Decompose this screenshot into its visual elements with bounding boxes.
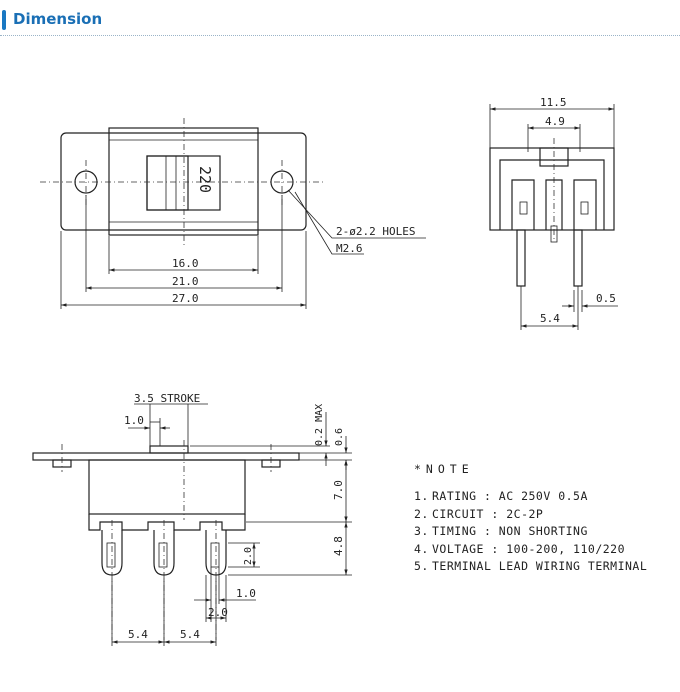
dim-0-5: 0.5: [596, 292, 616, 305]
notes-title: *NOTE: [414, 462, 474, 476]
dim-16: 16.0: [172, 257, 199, 270]
dim-7-0: 7.0: [332, 480, 345, 500]
note-number: 3.: [414, 524, 429, 538]
dim-5-4-left: 5.4: [128, 628, 148, 641]
dim-0-2-max: 0.2 MAX: [314, 404, 325, 446]
note-text: CIRCUIT : 2C-2P: [432, 506, 544, 521]
switch-label: 220: [196, 166, 214, 193]
notes-block: *NOTE 1.RATING : AC 250V 0.5A 2.CIRCUIT …: [414, 462, 678, 577]
front-view: 3.5 STROKE 1.0: [32, 392, 352, 646]
dim-11-5: 11.5: [540, 96, 567, 109]
note-item: 3.TIMING : NON SHORTING: [414, 524, 678, 542]
dim-27: 27.0: [172, 292, 199, 305]
side-view-pin-left: [516, 229, 526, 287]
dim-5-4-right: 5.4: [180, 628, 200, 641]
note-item: 1.RATING : AC 250V 0.5A: [414, 489, 678, 507]
top-view-body: [108, 127, 259, 236]
note-number: 5.: [414, 559, 429, 573]
dim-4-8: 4.8: [332, 536, 345, 556]
section-header: Dimension: [0, 0, 680, 40]
header-accent-bar: [2, 10, 6, 30]
top-view-plate: [60, 132, 307, 231]
note-text: TERMINAL LEAD WIRING TERMINAL: [432, 559, 648, 573]
side-view: 11.5 4.9 5.4 0.5: [489, 96, 618, 330]
front-view-body: [88, 459, 246, 515]
stroke-label: 3.5 STROKE: [134, 392, 200, 405]
note-number: 1.: [414, 489, 429, 503]
top-view: 220 2-ø2.2 HOLES M2.6 16.0 21.0 27.0: [40, 118, 426, 309]
note-number: 2.: [414, 506, 429, 521]
dim-2-0-horizontal: 2.0: [208, 606, 228, 619]
holes-label: 2-ø2.2 HOLES: [336, 225, 415, 238]
dim-0-6: 0.6: [334, 428, 345, 446]
header-divider: [0, 35, 680, 36]
note-item: 5.TERMINAL LEAD WIRING TERMINAL: [414, 559, 678, 577]
note-number: 4.: [414, 541, 429, 556]
note-text: TIMING : NON SHORTING: [432, 524, 588, 538]
dim-1-0-bottom: 1.0: [236, 587, 256, 600]
note-text: VOLTAGE : 100-200, 110/220: [432, 541, 626, 556]
thread-label: M2.6: [336, 242, 363, 255]
note-item: 4.VOLTAGE : 100-200, 110/220: [414, 542, 678, 560]
note-text: RATING : AC 250V 0.5A: [432, 489, 588, 503]
front-view-actuator: [149, 445, 189, 454]
side-view-pin-right: [573, 229, 583, 287]
slider-knob: [146, 155, 189, 211]
section-title: Dimension: [13, 10, 103, 28]
dim-1-0-top: 1.0: [124, 414, 144, 427]
dim-21: 21.0: [172, 275, 199, 288]
dim-2-0-vertical: 2.0: [243, 547, 254, 565]
dim-5-4-side: 5.4: [540, 312, 560, 325]
dim-4-9: 4.9: [545, 115, 565, 128]
note-item: 2.CIRCUIT : 2C-2P: [414, 507, 678, 525]
front-view-plate: [32, 452, 300, 461]
